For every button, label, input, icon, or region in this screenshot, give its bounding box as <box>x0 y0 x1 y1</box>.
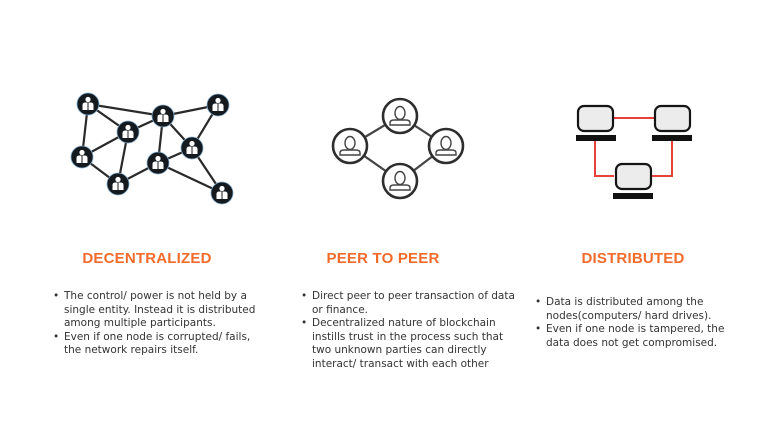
bullet-item: Even if one node is tampered, the data d… <box>535 323 750 350</box>
peer-to-peer-ring-icon <box>331 97 465 200</box>
bullets-distributed: Data is distributed among the nodes(comp… <box>535 296 750 350</box>
title-distributed: DISTRIBUTED <box>581 250 685 267</box>
bullet-item: Direct peer to peer transaction of data … <box>301 290 516 317</box>
bullet-item: Decentralized nature of blockchain insti… <box>301 317 516 371</box>
bullet-item: Even if one node is corrupted/ fails, th… <box>53 331 268 358</box>
bullet-item: The control/ power is not held by a sing… <box>53 290 268 331</box>
bullets-decentralized: The control/ power is not held by a sing… <box>53 290 268 358</box>
title-decentralized: DECENTRALIZED <box>82 250 212 267</box>
distributed-computers-icon <box>576 104 692 199</box>
bullet-item: Data is distributed among the nodes(comp… <box>535 296 750 323</box>
decentralized-network-icon <box>70 92 234 205</box>
bullets-peer-to-peer: Direct peer to peer transaction of data … <box>301 290 516 372</box>
title-peer-to-peer: PEER TO PEER <box>326 250 440 267</box>
